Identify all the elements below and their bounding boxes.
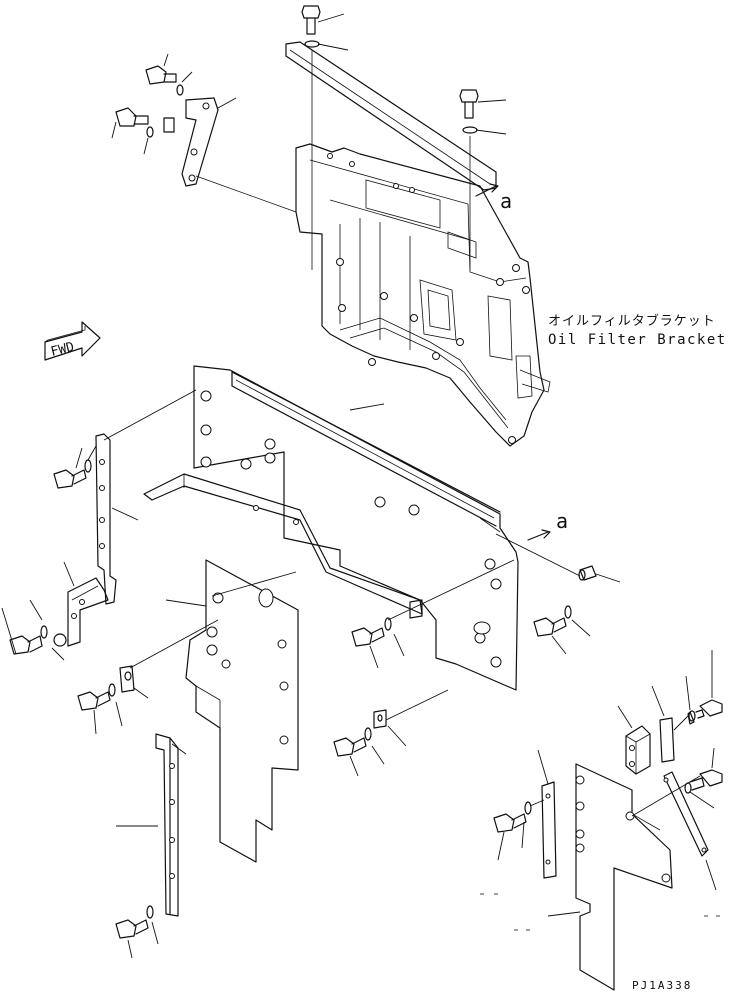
bracket-label: オイルフィルタブラケット Oil Filter Bracket bbox=[548, 313, 727, 348]
bracket-label-en: Oil Filter Bracket bbox=[548, 332, 727, 348]
right-stay bbox=[663, 747, 723, 891]
fwd-label: FWD bbox=[49, 340, 76, 360]
ref-a-top-label: a bbox=[500, 189, 512, 213]
bolt-left-upper bbox=[53, 445, 97, 489]
left-bottom-strip bbox=[115, 733, 187, 959]
small-bracket-left bbox=[1, 561, 109, 661]
ref-a-top: a bbox=[475, 183, 512, 213]
right-block bbox=[617, 650, 723, 775]
ref-a-mid: a bbox=[527, 509, 568, 541]
top-bolts bbox=[301, 5, 507, 270]
bolt-right-mid bbox=[495, 533, 621, 655]
bolt-center-lower bbox=[333, 689, 449, 777]
oil-filter-bracket bbox=[295, 143, 551, 447]
left-lower-panel bbox=[165, 559, 299, 863]
bolt-left-lower bbox=[77, 619, 219, 735]
fwd-arrow: FWD bbox=[44, 321, 101, 361]
upper-left-bracket bbox=[111, 53, 297, 213]
right-strip bbox=[493, 749, 557, 879]
leader-marks bbox=[480, 893, 720, 931]
bolt-center-upper bbox=[351, 559, 515, 669]
middle-cover-panel bbox=[193, 365, 519, 691]
ref-a-mid-label: a bbox=[556, 509, 568, 533]
left-vertical-bracket bbox=[95, 389, 197, 605]
middle-flat-plate bbox=[143, 473, 423, 615]
bracket-label-jp: オイルフィルタブラケット bbox=[548, 313, 716, 329]
drawing-code: PJ1A338 bbox=[632, 979, 692, 992]
right-lower-panel bbox=[547, 763, 701, 991]
